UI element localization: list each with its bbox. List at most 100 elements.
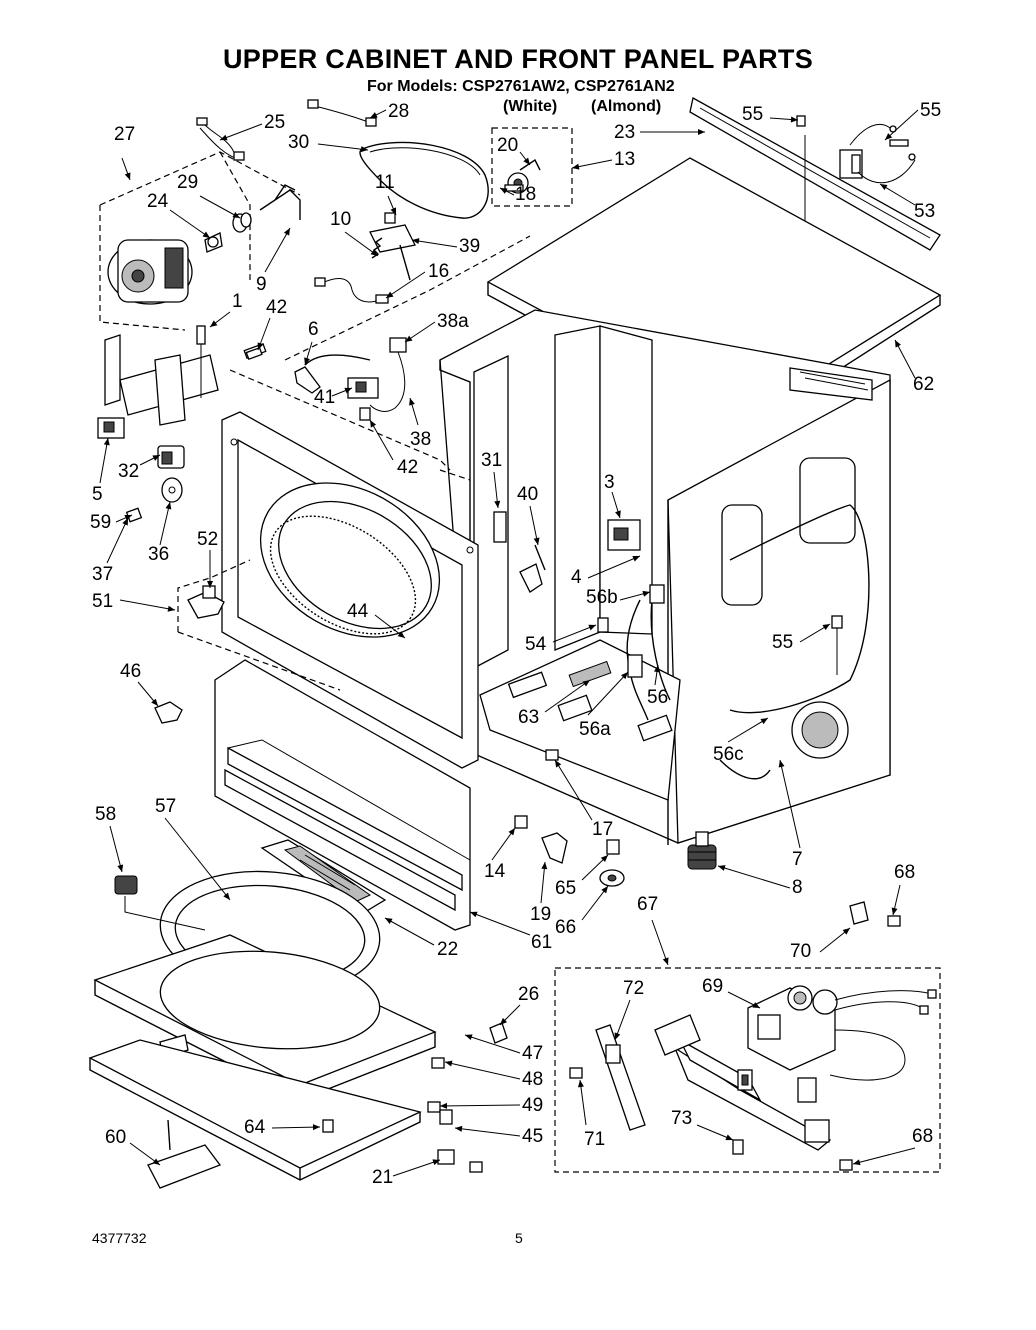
doc-number: 4377732 [92,1230,147,1246]
leader-arrowhead [152,1158,160,1165]
drive-belt [359,141,489,219]
leader-arrowhead [885,133,893,140]
leader-arrowhead [124,172,131,180]
callout-label: 36 [148,544,169,565]
leader-arrowhead [344,387,352,394]
wire-lead [196,99,377,161]
leader-arrowhead [202,231,210,238]
leader-arrowhead [891,907,898,915]
callout-label: 38a [437,311,469,332]
leader-arrowhead [390,207,397,215]
leader-line [317,143,369,151]
leader-arrowhead [632,555,640,562]
leader-line [439,1104,521,1107]
callout-label: 61 [531,932,552,953]
door-seal [269,515,417,635]
leader-arrowhead [508,828,515,836]
leader-arrowhead [853,1159,861,1166]
leader-arrowhead [440,1102,448,1109]
leader-arrowhead [778,760,785,768]
leader-arrowhead [588,624,596,631]
leader-arrowhead [385,918,393,925]
mounting-bracket [607,519,641,551]
leader-arrowhead [370,112,378,118]
callout-label: 62 [913,374,934,395]
callout-label: 56b [586,587,618,608]
callout-label: 65 [555,878,576,899]
callout-label: 69 [702,976,723,997]
callout-label: 42 [397,457,418,478]
leader-arrowhead [397,631,405,638]
leader-arrowhead [167,605,175,612]
callout-label: 30 [288,132,309,153]
leader-arrowhead [842,928,850,935]
leader-line [392,1159,441,1177]
leader-arrowhead [523,157,530,165]
motor-group [99,151,301,331]
leader-arrowhead [432,1159,440,1166]
leader-arrowhead [582,680,590,687]
leader-arrowhead [500,188,508,194]
leader-arrowhead [220,134,228,141]
callout-label: 19 [530,904,551,925]
leader-arrowhead [895,340,901,348]
leader-arrowhead [257,342,264,350]
leader-line [587,555,641,579]
callout-label: 25 [264,112,285,133]
leader-line [581,885,609,921]
callout-layer: 1345678910111314161718192021222324252627… [90,100,941,1188]
callout-label: 7 [792,849,803,870]
leader-line [369,419,394,461]
callout-label: 41 [314,387,335,408]
callout-label: 14 [484,861,506,882]
leader-arrowhead [210,320,218,327]
callout-label: 11 [375,172,395,193]
callout-label: 72 [623,978,644,999]
callout-label: 73 [671,1108,692,1129]
leader-line [444,1061,521,1080]
front-panel [221,411,507,769]
callout-label: 68 [894,862,915,883]
leader-line [199,195,241,219]
door-switch-bracket [519,544,546,593]
page-title: UPPER CABINET AND FRONT PANEL PARTS [222,44,814,74]
leader-line [587,671,629,716]
variant-white: (White) [503,98,558,115]
callout-label: 46 [120,661,141,682]
leader-line [264,227,291,273]
callout-label: 9 [256,274,267,295]
leader-arrowhead [165,502,172,510]
cabinet [439,309,891,845]
callout-label: 24 [147,191,169,212]
leader-line [727,717,769,743]
gas-valve-group [554,967,941,1173]
lower-front-panel [214,659,471,931]
latch-group-outline [229,235,531,481]
callout-label: 38 [410,429,431,450]
leader-line [894,339,916,379]
callout-label: 56 [647,687,668,708]
callout-label: 55 [920,100,941,121]
leader-arrowhead [470,911,478,918]
callout-label: 67 [637,894,658,915]
leader-line [554,759,593,821]
callout-label: 6 [308,319,319,340]
leader-arrowhead [465,1034,473,1041]
callout-label: 60 [105,1127,126,1148]
models-line: For Models: CSP2761AW2, CSP2761AN2 [367,78,675,95]
callout-label: 52 [197,529,218,550]
leader-arrowhead [445,1060,453,1067]
callout-label: 39 [459,236,480,257]
leader-line [852,1147,916,1165]
callout-label: 71 [584,1129,605,1150]
hinge-bracket [177,559,341,691]
callout-label: 42 [266,297,287,318]
callout-label: 47 [522,1043,543,1064]
callout-label: 3 [604,472,615,493]
leader-arrowhead [600,855,608,863]
leader-arrowhead [698,129,705,135]
callout-label: 16 [428,261,449,282]
leader-arrowhead [117,864,124,872]
